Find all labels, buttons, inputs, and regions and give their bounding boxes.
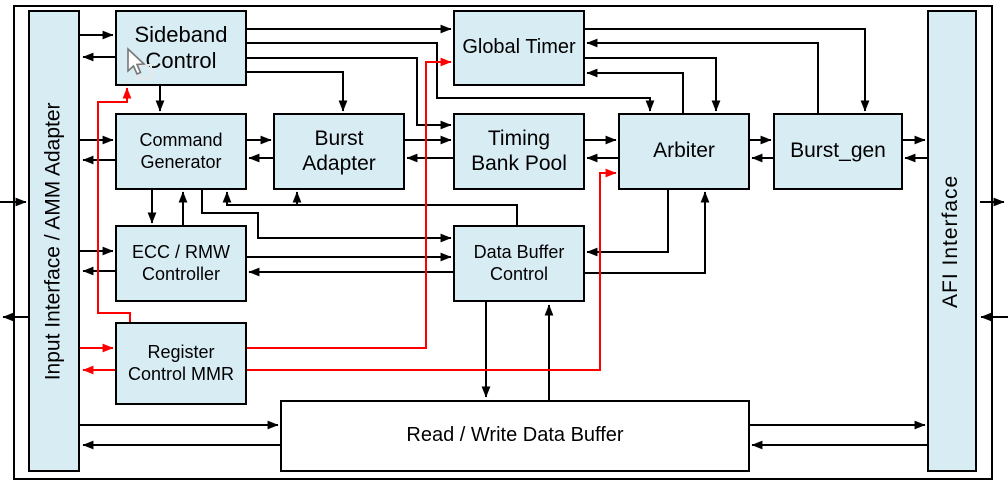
block-arbiter: Arbiter: [618, 113, 750, 190]
block-global-timer: Global Timer: [453, 10, 585, 86]
block-command-generator-label: Command Generator: [139, 130, 223, 172]
block-afi-interface-label: AFI Interface: [939, 174, 963, 308]
block-ecc-rmw-controller: ECC / RMW Controller: [115, 225, 247, 302]
block-register-control-mmr-label: Register Control MMR: [127, 342, 234, 384]
block-burst-adapter: Burst Adapter: [273, 113, 405, 190]
block-ecc-rmw-controller-label: ECC / RMW Controller: [132, 242, 230, 284]
block-timing-bank-pool: Timing Bank Pool: [453, 113, 585, 190]
block-burst-adapter-label: Burst Adapter: [302, 126, 376, 175]
block-sideband-control-label: Sideband Control: [134, 22, 228, 73]
block-register-control-mmr: Register Control MMR: [115, 322, 247, 405]
block-read-write-data-buffer-label: Read / Write Data Buffer: [406, 424, 624, 447]
block-data-buffer-control: Data Buffer Control: [453, 225, 585, 302]
diagram-outer-border: [13, 5, 993, 480]
block-global-timer-label: Global Timer: [462, 36, 576, 59]
block-arbiter-label: Arbiter: [653, 139, 715, 163]
block-sideband-control: Sideband Control: [115, 10, 247, 86]
block-input-interface-amm-adapter-label: Input Interface / AMM Adapter: [41, 102, 65, 380]
block-timing-bank-pool-label: Timing Bank Pool: [471, 126, 567, 175]
block-data-buffer-control-label: Data Buffer Control: [473, 242, 565, 284]
block-burst-gen-label: Burst_gen: [790, 139, 886, 163]
block-input-interface-amm-adapter: Input Interface / AMM Adapter: [28, 10, 80, 472]
block-read-write-data-buffer: Read / Write Data Buffer: [280, 400, 750, 472]
block-afi-interface: AFI Interface: [927, 10, 977, 472]
block-command-generator: Command Generator: [115, 113, 247, 190]
block-burst-gen: Burst_gen: [773, 113, 903, 190]
